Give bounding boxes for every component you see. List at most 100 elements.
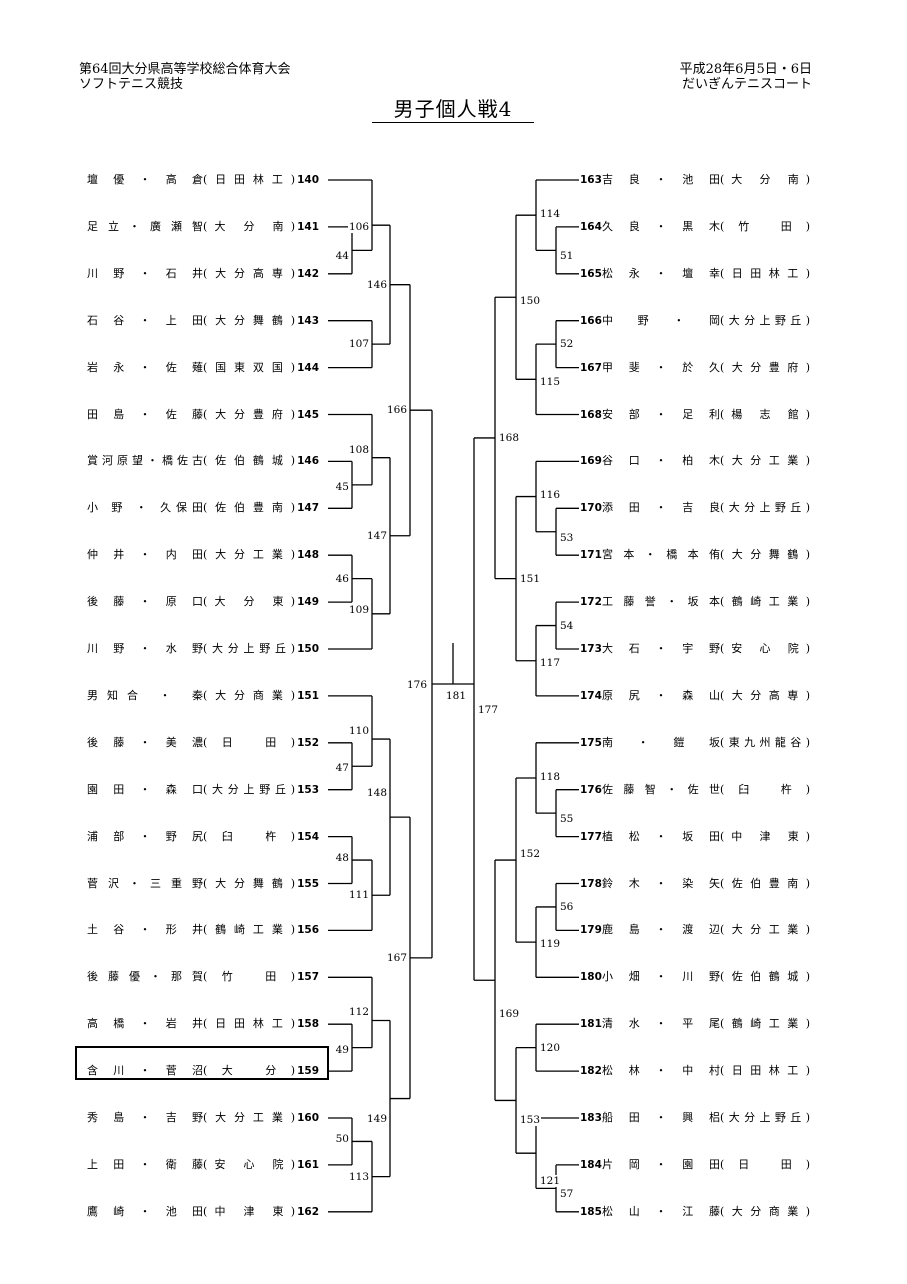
bracket-entry-left: 川 野 ・ 石 井(大分高専)142 xyxy=(87,265,319,283)
entry-number: 171 xyxy=(580,549,602,562)
entry-number: 154 xyxy=(297,830,319,843)
school-name: (大分商業) xyxy=(203,688,295,702)
match-number: 181 xyxy=(445,690,468,703)
match-number: 53 xyxy=(559,531,575,544)
player-pair: 佐藤智・佐世 xyxy=(602,782,720,796)
bracket-entry-right: 179鹿 島 ・ 渡 辺(大分工業) xyxy=(580,921,810,939)
bracket-entry-left: 後藤優・那賀(竹 田)157 xyxy=(87,968,319,986)
player-pair: 賞河原望・橋佐古 xyxy=(87,454,203,468)
player-pair: 船 田 ・ 興 梠 xyxy=(602,1111,720,1124)
bracket-entry-right: 166中 野 ・ 岡(大分上野丘) xyxy=(580,312,810,330)
match-number: 121 xyxy=(539,1174,562,1187)
player-pair: 大 石 ・ 宇 野 xyxy=(602,642,720,655)
bracket-entry-left: 小 野 ・ 久保田(佐伯豊南)147 xyxy=(87,499,319,517)
entry-number: 180 xyxy=(580,971,602,984)
school-name: (大 分) xyxy=(203,1064,295,1078)
bracket-entry-left: 菅沢・三重野(大分舞鶴)155 xyxy=(87,875,319,893)
match-number: 55 xyxy=(559,813,575,826)
player-pair: 小 野 ・ 久保田 xyxy=(87,501,203,515)
bracket-entry-left: 石 谷 ・ 上 田(大分舞鶴)143 xyxy=(87,312,319,330)
bracket-entry-left: 含 川 ・ 菅 沼(大 分)159 xyxy=(87,1062,319,1080)
school-name: (竹 田) xyxy=(203,970,295,984)
match-number: 54 xyxy=(559,619,575,632)
match-number: 120 xyxy=(539,1041,562,1054)
match-number: 168 xyxy=(498,431,521,444)
bracket-entry-left: 上 田 ・ 衛 藤(安 心 院)161 xyxy=(87,1156,319,1174)
bracket-entry-right: 170添 田 ・ 吉 良(大分上野丘) xyxy=(580,499,810,517)
entry-number: 144 xyxy=(297,361,319,374)
entry-number: 160 xyxy=(297,1112,319,1124)
bracket-entry-right: 173大 石 ・ 宇 野(安 心 院) xyxy=(580,640,810,658)
bracket-entry-left: 土 谷 ・ 形 井(鶴崎工業)156 xyxy=(87,921,319,939)
entry-number: 177 xyxy=(580,830,602,843)
bracket-entry-left: 高 橋 ・ 岩 井(日田林工)158 xyxy=(87,1015,319,1033)
school-name: (大分工業) xyxy=(203,548,295,562)
bracket-entry-right: 180小 畑 ・ 川 野(佐伯鶴城) xyxy=(580,968,810,986)
entry-number: 156 xyxy=(297,924,319,937)
player-pair: 鹿 島 ・ 渡 辺 xyxy=(602,923,720,937)
match-number: 176 xyxy=(405,679,428,692)
player-pair: 後藤優・那賀 xyxy=(87,970,203,984)
school-name: (大分舞鶴) xyxy=(203,876,295,890)
tournament-header: 第64回大分県高等学校総合体育大会 ソフトテニス競技 xyxy=(79,62,291,92)
match-number: 56 xyxy=(559,900,575,913)
entry-number: 161 xyxy=(297,1158,319,1171)
school-name: (佐伯鶴城) xyxy=(720,970,810,984)
match-number: 108 xyxy=(347,443,370,456)
entry-number: 168 xyxy=(580,408,602,421)
bracket-entry-left: 賞河原望・橋佐古(佐伯鶴城)146 xyxy=(87,452,319,470)
entry-number: 153 xyxy=(297,783,319,796)
entry-number: 149 xyxy=(297,596,319,609)
player-pair: 中 野 ・ 岡 xyxy=(602,313,720,327)
entry-number: 164 xyxy=(580,220,602,233)
player-pair: 浦 部 ・ 野 尻 xyxy=(87,829,203,843)
school-name: (大分舞鶴) xyxy=(203,313,295,327)
bracket-entry-left: 岩 永 ・ 佐 薙(国東双国)144 xyxy=(87,359,319,377)
entry-number: 166 xyxy=(580,314,602,327)
entry-number: 170 xyxy=(580,502,602,515)
entry-number: 140 xyxy=(297,174,319,186)
page-title: 男子個人戦4 xyxy=(372,96,534,123)
match-number: 106 xyxy=(347,221,370,234)
entry-number: 148 xyxy=(297,549,319,562)
school-name: (楊 志 館) xyxy=(720,407,810,421)
school-name: (安 心 院) xyxy=(203,1157,295,1171)
bracket-entry-left: 仲 井 ・ 内 田(大分工業)148 xyxy=(87,546,319,564)
entry-number: 165 xyxy=(580,267,602,280)
player-pair: 高 橋 ・ 岩 井 xyxy=(87,1017,203,1031)
school-name: (日田林工) xyxy=(720,266,810,280)
school-name: (大分豊府) xyxy=(203,407,295,421)
match-number: 110 xyxy=(347,725,370,738)
school-name: (大 分 南) xyxy=(720,173,810,186)
event-name: ソフトテニス競技 xyxy=(79,77,184,92)
bracket-entry-left: 男知合 ・ 秦(大分商業)151 xyxy=(87,687,319,705)
match-number: 177 xyxy=(477,704,500,717)
tournament-name: 第64回大分県高等学校総合体育大会 xyxy=(79,62,291,77)
match-number: 50 xyxy=(334,1133,350,1146)
entry-number: 159 xyxy=(297,1065,319,1078)
player-pair: 小 畑 ・ 川 野 xyxy=(602,970,720,984)
match-number: 116 xyxy=(539,489,562,502)
school-name: (中 津 東) xyxy=(203,1204,295,1218)
bracket-entry-right: 164久 良 ・ 黒 木(竹 田) xyxy=(580,218,810,236)
school-name: (大 分 東) xyxy=(203,595,295,609)
match-number: 152 xyxy=(519,848,542,861)
school-name: (中 津 東) xyxy=(720,829,810,843)
bracket-entry-right: 165松 永 ・ 壇 幸(日田林工) xyxy=(580,265,810,283)
bracket-entry-left: 浦 部 ・ 野 尻(臼 杵)154 xyxy=(87,828,319,846)
entry-number: 178 xyxy=(580,877,602,890)
school-name: (大分高専) xyxy=(720,688,810,702)
entry-number: 176 xyxy=(580,783,602,796)
match-number: 153 xyxy=(519,1114,542,1127)
player-pair: 仲 井 ・ 内 田 xyxy=(87,548,203,562)
player-pair: 菅沢・三重野 xyxy=(87,876,203,890)
entry-number: 141 xyxy=(297,220,319,233)
school-name: (大分豊府) xyxy=(720,360,810,374)
match-number: 49 xyxy=(334,1043,350,1056)
match-number: 114 xyxy=(539,208,562,220)
bracket-entry-left: 園 田 ・ 森 口(大分上野丘)153 xyxy=(87,781,319,799)
school-name: (日 田) xyxy=(720,1157,810,1171)
player-pair: 含 川 ・ 菅 沼 xyxy=(87,1064,203,1078)
entry-number: 183 xyxy=(580,1112,602,1124)
